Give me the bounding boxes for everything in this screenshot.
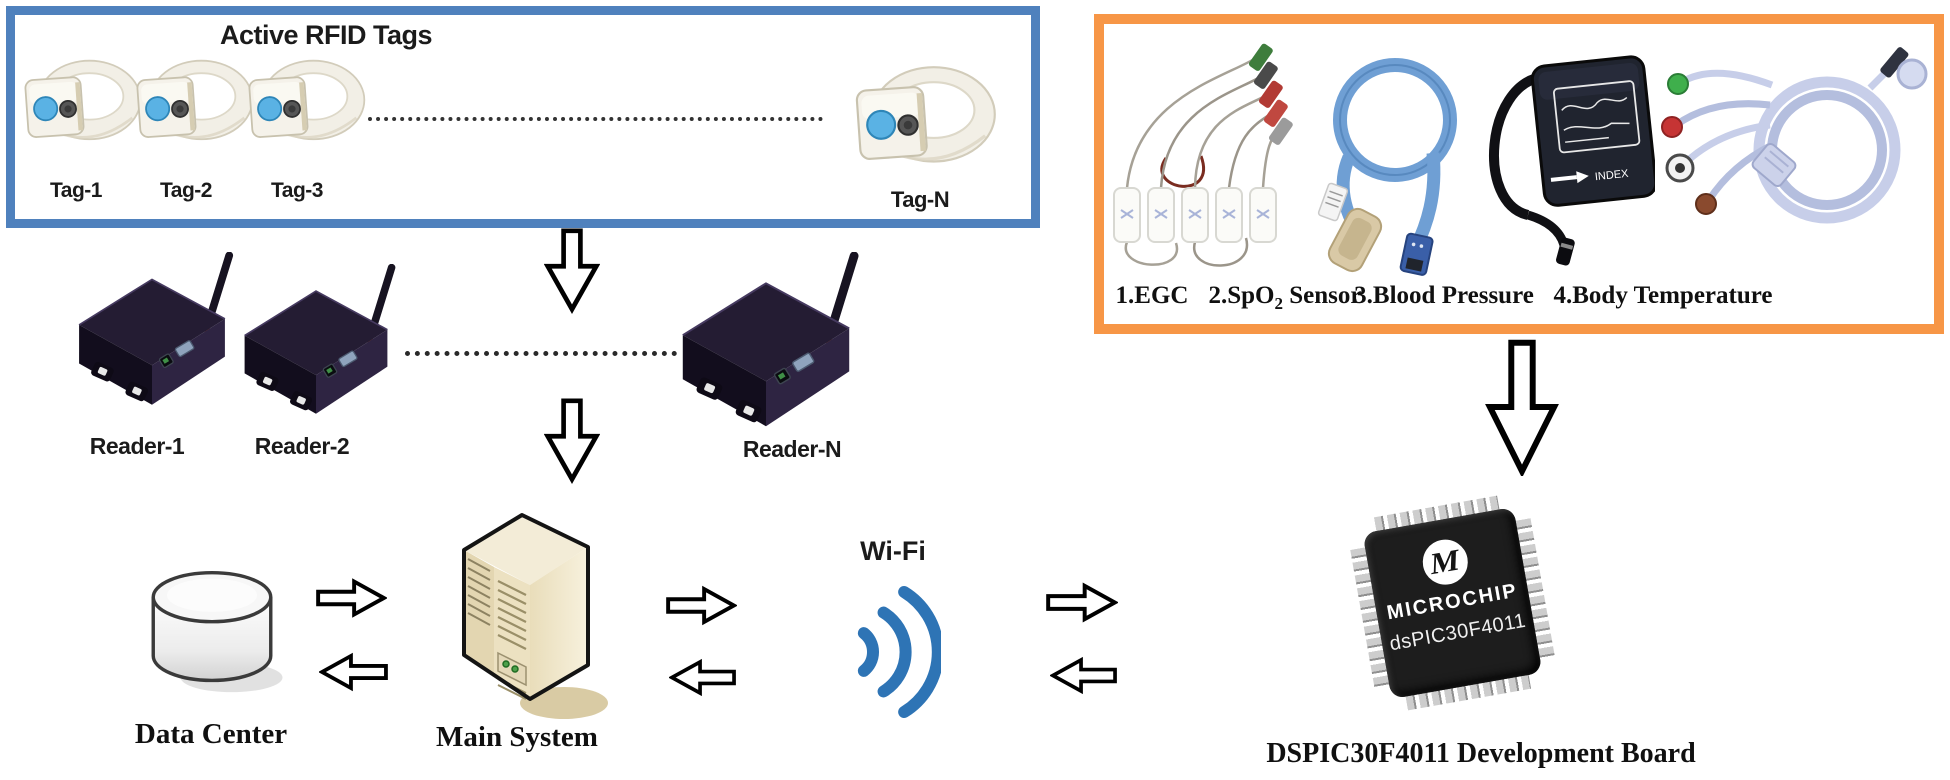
database-cylinder-icon: [151, 570, 283, 693]
tags-ellipsis-dotted-line: [368, 117, 823, 121]
tag-n-label: Tag-N: [890, 187, 950, 212]
spo2-sensor-image: [1317, 58, 1457, 276]
reader-2-label: Reader-2: [254, 433, 350, 459]
reader-image-n: [668, 252, 864, 438]
readers-ellipsis-dotted-line: [405, 351, 677, 356]
data-center-label: Data Center: [134, 718, 288, 750]
body-temperature-label: 4.Body Temperature: [1553, 282, 1773, 309]
chip-body: M MICROCHIP dsPIC30F4011: [1362, 506, 1543, 700]
reader-n-label: Reader-N: [742, 436, 842, 462]
datacenter-to-mainsystem-arrow-right-icon: [315, 576, 387, 620]
microcontroller-chip-image: M MICROCHIP dsPIC30F4011: [1344, 490, 1560, 715]
mainsystem-to-datacenter-arrow-left-icon: [319, 650, 389, 694]
tag-3-label: Tag-3: [271, 179, 323, 202]
spo2-label-suffix: Sensor: [1283, 282, 1362, 309]
body-temperature-leads-image: [1661, 47, 1928, 224]
blood-pressure-label: 3.Blood Pressure: [1354, 282, 1534, 309]
server-tower-icon: [462, 513, 608, 719]
tag-1-label: Tag-1: [50, 179, 102, 202]
wifi-to-board-arrow-right-icon: [1045, 580, 1118, 625]
rfid-tag-image-n: [848, 58, 998, 190]
reader-image-2: [232, 264, 400, 424]
rfid-tag-image-3: [242, 52, 367, 164]
spo2-label-subscript: 2: [1274, 294, 1284, 313]
wifi-to-mainsystem-arrow-left-icon: [669, 655, 737, 700]
microchip-logo-m: M: [1430, 542, 1460, 581]
cuff-index-text: INDEX: [1594, 168, 1629, 184]
rfid-box-title: Active RFID Tags: [220, 20, 433, 50]
wifi-signal-icon: [857, 586, 941, 718]
board-to-wifi-arrow-left-icon: [1050, 653, 1118, 698]
spo2-label: 2.SpO2 Sensor: [1209, 282, 1362, 314]
readers-to-main-system-arrow-down-icon: [544, 394, 600, 486]
ecg-label: 1.EGC: [1115, 282, 1189, 309]
tags-to-readers-arrow-down-icon: [544, 225, 600, 315]
dev-board-label: DSPIC30F4011 Development Board: [1266, 738, 1696, 769]
tag-2-label: Tag-2: [160, 179, 212, 202]
reader-image-1: [66, 252, 238, 415]
microchip-logo-icon: M: [1419, 536, 1472, 589]
blood-pressure-cuff-image: INDEX: [1489, 55, 1655, 266]
wifi-label: Wi-Fi: [860, 536, 926, 566]
rfid-tag-image-1: [18, 52, 143, 164]
main-system-label: Main System: [436, 721, 598, 753]
reader-1-label: Reader-1: [89, 433, 185, 459]
ecg-electrodes-image: [1113, 43, 1293, 267]
spo2-label-prefix: 2.SpO: [1208, 282, 1275, 309]
rfid-tag-image-2: [130, 52, 255, 164]
sensors-to-board-arrow-down-icon: [1484, 338, 1560, 476]
mainsystem-to-wifi-arrow-right-icon: [665, 583, 737, 628]
